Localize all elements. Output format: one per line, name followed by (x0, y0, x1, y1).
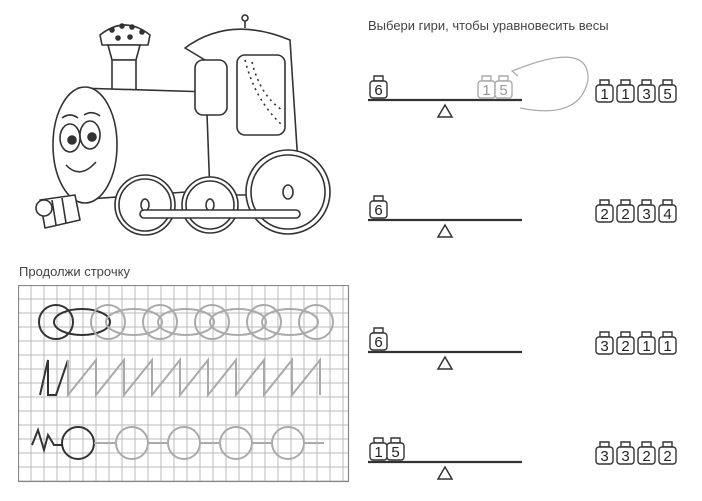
choice-weight: 2 (616, 331, 635, 355)
svg-text:6: 6 (374, 202, 382, 219)
svg-text:2: 2 (663, 448, 671, 465)
scale-fulcrum (436, 103, 454, 118)
svg-text:1: 1 (374, 444, 382, 461)
svg-text:6: 6 (374, 334, 382, 351)
svg-text:2: 2 (642, 448, 650, 465)
svg-text:1: 1 (642, 338, 650, 355)
choice-weight: 1 (616, 79, 635, 103)
scales-task-title: Выбери гири, чтобы уравновесить весы (368, 18, 609, 33)
svg-text:3: 3 (600, 448, 608, 465)
train-illustration (35, 14, 331, 236)
choice-weight: 3 (595, 441, 614, 465)
svg-text:2: 2 (600, 206, 608, 223)
svg-text:5: 5 (391, 444, 399, 461)
choice-weight: 3 (637, 79, 656, 103)
scale-fulcrum (436, 223, 454, 238)
choice-weight: 3 (595, 331, 614, 355)
candidate-weight: 1 (477, 75, 496, 99)
svg-text:2: 2 (621, 206, 629, 223)
left-weight: 6 (369, 327, 388, 351)
pattern-task-title: Продолжи строчку (19, 264, 130, 279)
choice-weight: 5 (658, 79, 677, 103)
choice-weight: 3 (637, 199, 656, 223)
left-weight: 6 (369, 75, 388, 99)
svg-text:1: 1 (482, 82, 490, 99)
choice-weight: 2 (595, 199, 614, 223)
scale-fulcrum (436, 355, 454, 370)
svg-text:3: 3 (642, 86, 650, 103)
choice-weight: 4 (658, 199, 677, 223)
svg-text:1: 1 (621, 86, 629, 103)
svg-text:5: 5 (663, 86, 671, 103)
move-arrow (514, 56, 589, 112)
scale-fulcrum (436, 465, 454, 480)
svg-text:3: 3 (621, 448, 629, 465)
choice-weight: 2 (637, 441, 656, 465)
svg-text:4: 4 (663, 206, 671, 223)
choice-weight: 2 (658, 441, 677, 465)
choice-weight: 1 (637, 331, 656, 355)
svg-text:3: 3 (600, 338, 608, 355)
choice-weight: 1 (658, 331, 677, 355)
choice-weight: 3 (616, 441, 635, 465)
svg-text:6: 6 (374, 82, 382, 99)
candidate-weight: 5 (494, 75, 513, 99)
left-weight: 6 (369, 195, 388, 219)
svg-text:1: 1 (663, 338, 671, 355)
svg-text:3: 3 (642, 206, 650, 223)
left-weight: 5 (386, 437, 405, 461)
svg-text:1: 1 (600, 86, 608, 103)
choice-weight: 1 (595, 79, 614, 103)
choice-weight: 2 (616, 199, 635, 223)
svg-text:5: 5 (499, 82, 507, 99)
left-weight: 1 (369, 437, 388, 461)
pattern-grid (18, 285, 350, 483)
svg-text:2: 2 (621, 338, 629, 355)
